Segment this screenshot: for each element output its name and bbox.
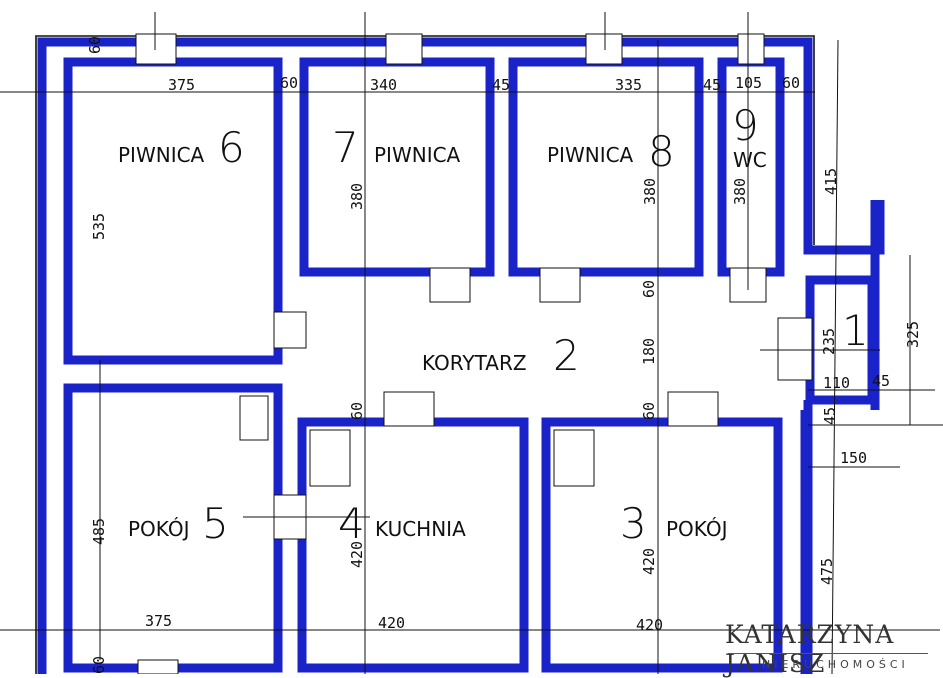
- dim-label: 45: [703, 76, 721, 94]
- dim-label: 375: [168, 76, 195, 94]
- window: [137, 659, 179, 674]
- room-6-name: PIWNICA: [118, 143, 205, 167]
- window: [585, 33, 623, 65]
- window: [385, 33, 423, 65]
- dim-label: 60: [86, 36, 104, 54]
- room-7-number: 7: [332, 123, 359, 172]
- window: [135, 33, 177, 65]
- dim-label: 340: [370, 76, 397, 94]
- room-4-number: 4: [338, 499, 365, 548]
- stove: [309, 429, 351, 487]
- door: [777, 317, 813, 381]
- dim-label: 415: [822, 168, 840, 195]
- dim-label: 60: [782, 74, 800, 92]
- dim-label: 60: [640, 402, 658, 420]
- dimension-lines: [0, 12, 943, 674]
- room-4-name: KUCHNIA: [375, 517, 466, 541]
- outer-wall-line: [35, 35, 815, 674]
- room-7-name: PIWNICA: [374, 143, 461, 167]
- room-6-number: 6: [218, 123, 245, 172]
- dim-label: 60: [348, 402, 366, 420]
- room-8-name: PIWNICA: [547, 143, 634, 167]
- dim-label: 420: [348, 541, 366, 568]
- room-3-number: 3: [620, 499, 647, 548]
- dim-label: 60: [640, 280, 658, 298]
- room-2-name: KORYTARZ: [422, 351, 527, 375]
- dim-label: 380: [731, 178, 749, 205]
- room-9-number: 9: [732, 101, 759, 150]
- dim-label: 60: [90, 656, 108, 674]
- dim-label: 420: [636, 616, 663, 634]
- door: [273, 311, 307, 349]
- dim-label: 380: [348, 183, 366, 210]
- room-5-name: POKÓJ: [128, 517, 189, 541]
- dim-label: 325: [904, 321, 922, 348]
- room-3-name: POKÓJ: [666, 517, 727, 541]
- door: [429, 267, 471, 303]
- dim-label: 420: [378, 614, 405, 632]
- dim-label: 150: [840, 449, 867, 467]
- dim-label: 235: [820, 328, 838, 355]
- dim-label: 335: [615, 76, 642, 94]
- dim-label: 380: [641, 178, 659, 205]
- fixture: [239, 395, 269, 441]
- dim-label: 45: [872, 372, 890, 390]
- room-9-name: WC: [733, 148, 767, 172]
- dim-label: 180: [640, 338, 658, 365]
- room-6-walls: [63, 57, 283, 365]
- dim-label: 475: [818, 558, 836, 585]
- dim-label: 110: [823, 374, 850, 392]
- dim-label: 485: [90, 518, 108, 545]
- watermark-divider: [728, 653, 928, 654]
- room-1-number: 1: [842, 306, 869, 355]
- door: [383, 391, 435, 427]
- door: [667, 391, 719, 427]
- dim-label: 375: [145, 612, 172, 630]
- dim-label: 60: [280, 74, 298, 92]
- room-3-walls: [541, 417, 783, 673]
- room-8-number: 8: [648, 127, 675, 176]
- room-5-number: 5: [202, 499, 229, 548]
- dimension-labels: 60 375 60 340 45 335 45 105 60 535 380 3…: [86, 36, 922, 674]
- dim-label: 45: [821, 407, 839, 425]
- window: [737, 33, 765, 65]
- dim-label: 105: [735, 74, 762, 92]
- door: [539, 267, 581, 303]
- dim-label: 535: [90, 213, 108, 240]
- dim-label: 45: [492, 76, 510, 94]
- watermark-tagline: NIERUCHOMOŚCI: [762, 658, 909, 671]
- dim-label: 420: [640, 548, 658, 575]
- room-2-number: 2: [553, 331, 580, 380]
- stove: [553, 429, 595, 487]
